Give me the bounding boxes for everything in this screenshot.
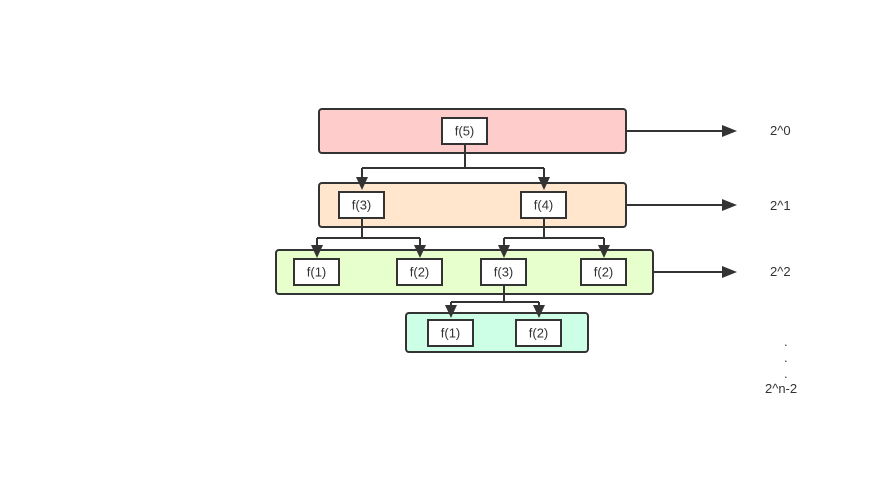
- edges-level-1: [311, 218, 610, 258]
- node-label: f(2): [410, 265, 430, 280]
- level-count-label: 2^2: [770, 264, 791, 279]
- edges-level-2: [445, 285, 545, 318]
- tree-node: f(3): [338, 191, 385, 219]
- tree-node: f(3): [480, 258, 527, 286]
- node-label: f(1): [441, 326, 461, 341]
- tree-node: f(2): [396, 258, 443, 286]
- final-count-label: 2^n-2: [765, 381, 797, 396]
- level-count-label: 2^0: [770, 123, 791, 138]
- level-1-count-arrow: [626, 199, 737, 211]
- tree-node: f(4): [520, 191, 567, 219]
- tree-node: f(2): [580, 258, 627, 286]
- level-count-label: 2^1: [770, 198, 791, 213]
- level-0-count-arrow: [626, 125, 737, 137]
- node-label: f(5): [455, 124, 475, 139]
- ellipsis-dot: .: [784, 334, 788, 349]
- tree-node: f(1): [293, 258, 340, 286]
- node-label: f(3): [494, 265, 514, 280]
- tree-node: f(2): [515, 319, 562, 347]
- tree-node: f(1): [427, 319, 474, 347]
- node-label: f(4): [534, 198, 554, 213]
- ellipsis-dot: .: [784, 366, 788, 381]
- level-2-count-arrow: [653, 266, 737, 278]
- ellipsis-dot: .: [784, 350, 788, 365]
- node-label: f(2): [594, 265, 614, 280]
- node-label: f(2): [529, 326, 549, 341]
- node-label: f(1): [307, 265, 327, 280]
- tree-node: f(5): [441, 117, 488, 145]
- edges-level-0: [356, 144, 550, 190]
- node-label: f(3): [352, 198, 372, 213]
